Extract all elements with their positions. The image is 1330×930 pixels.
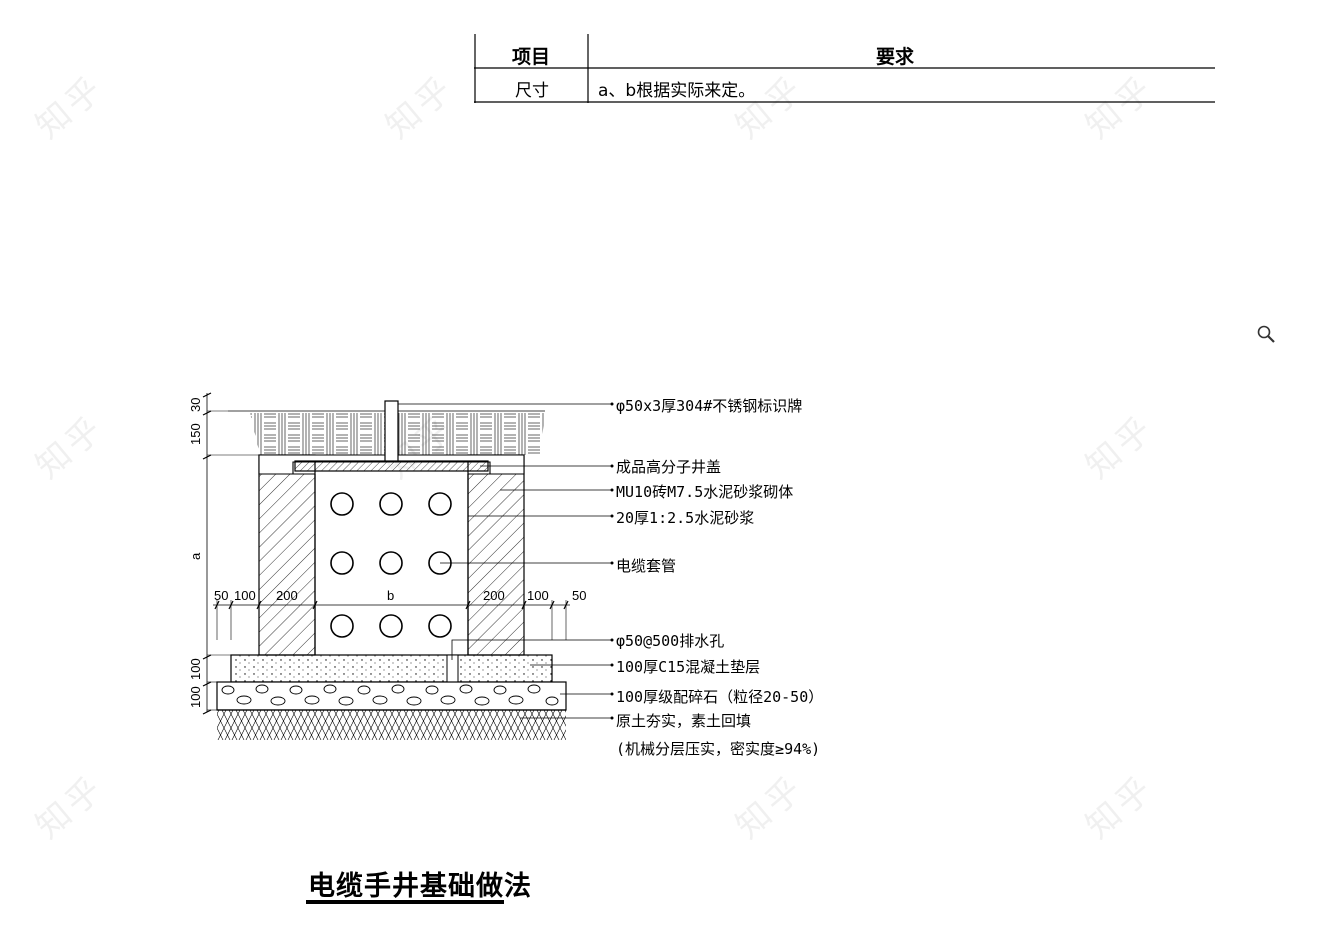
dim-label: a: [188, 552, 203, 560]
callout-cable-conduit: 电缆套管: [616, 557, 677, 575]
dim-label: 150: [188, 423, 203, 445]
table-cell-requirement: a、b根据实际来定。: [598, 81, 756, 101]
dim-label: 100: [527, 588, 549, 603]
dim-label: 100: [234, 588, 256, 603]
title-underline: [306, 900, 504, 904]
callout-brick-masonry: MU10砖M7.5水泥砂浆砌体: [616, 483, 794, 501]
callout-graded-gravel: 100厚级配碎石（粒径20-50）: [616, 688, 824, 706]
callout-sign-post: φ50x3厚304#不锈钢标识牌: [616, 397, 803, 415]
dim-label: 200: [276, 588, 298, 603]
dim-label: 30: [188, 397, 203, 412]
table-cell-item: 尺寸: [515, 81, 549, 101]
requirements-table: 项目 要求 尺寸 a、b根据实际来定。: [474, 34, 1215, 103]
drawing-title: 电缆手井基础做法: [308, 871, 532, 902]
dim-label: 200: [483, 588, 505, 603]
dim-label: 100: [188, 686, 203, 708]
callout-concrete-cushion: 100厚C15混凝土垫层: [616, 658, 761, 676]
callout-drain-hole: φ50@500排水孔: [616, 632, 725, 650]
table-header-item: 项目: [512, 46, 551, 68]
callout-compaction-note: (机械分层压实，密实度≥94%): [616, 740, 821, 758]
dim-label: 50: [572, 588, 587, 603]
callout-compacted-soil: 原土夯实，素土回填: [616, 712, 752, 730]
dim-label: b: [387, 588, 395, 603]
dim-label: 100: [188, 658, 203, 680]
zoom-icon[interactable]: [1256, 324, 1276, 344]
callout-cement-mortar: 20厚1:2.5水泥砂浆: [616, 509, 755, 527]
table-header-requirement: 要求: [876, 46, 915, 68]
callout-manhole-cover: 成品高分子井盖: [616, 458, 722, 476]
dim-label: 50: [214, 588, 229, 603]
